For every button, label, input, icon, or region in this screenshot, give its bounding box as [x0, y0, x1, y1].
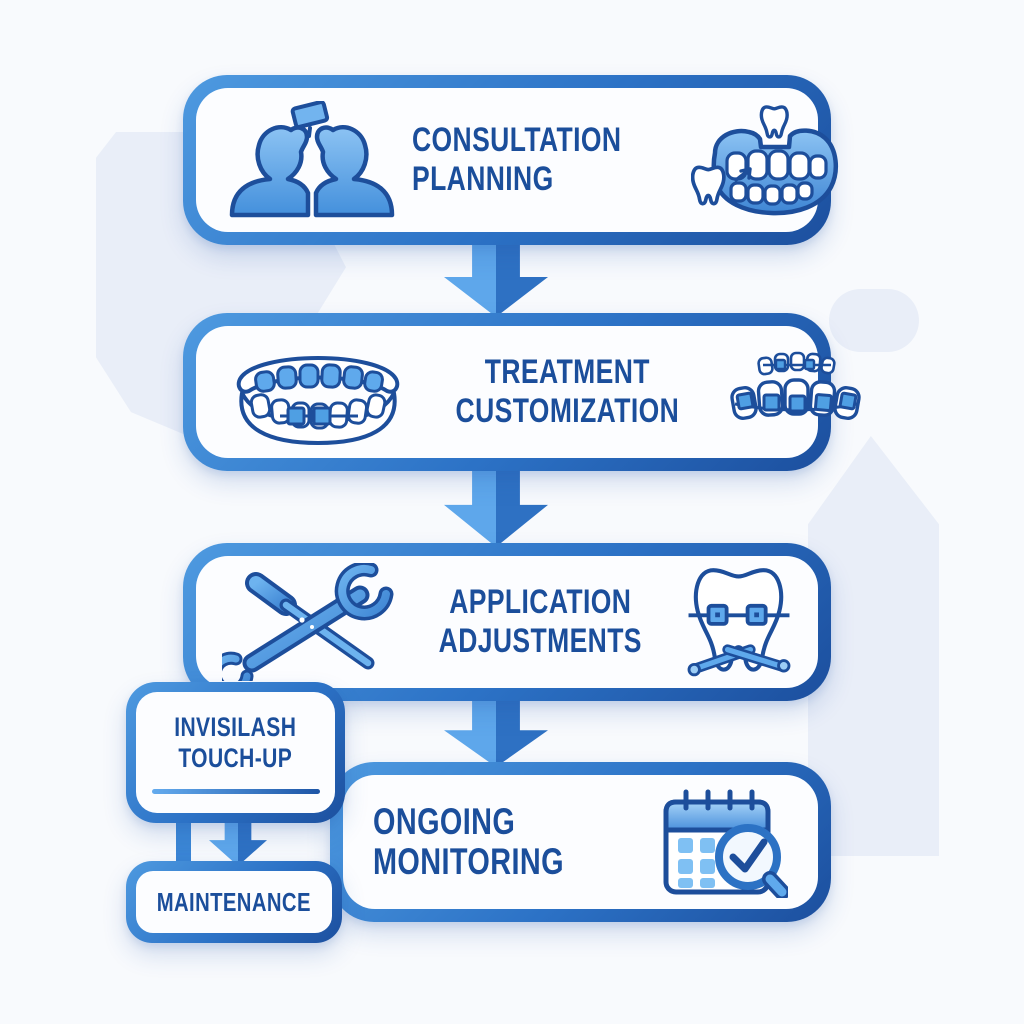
- touch-up-divider-line: [151, 788, 320, 794]
- braces-icon: [721, 346, 871, 438]
- step-box-ongoing-monitoring: ONGOING MONITORING: [330, 762, 831, 922]
- step-box-consultation-planning: CONSULTATION PLANNING: [183, 75, 838, 245]
- step-box-application-adjustments: APPLICATION ADJUSTMENTS: [183, 543, 831, 701]
- consultation-icon: [222, 100, 402, 219]
- flow-arrow-step3-step4: [444, 699, 548, 767]
- step-title-ongoing-monitoring: ONGOING MONITORING: [373, 801, 564, 882]
- flow-arrow-step2-step3: [444, 469, 548, 547]
- denture-icon: [690, 103, 843, 218]
- branch-title-invisilash-touch-up: INVISILASH TOUCH-UP: [174, 711, 297, 773]
- calendar-check-icon: [660, 786, 790, 900]
- branch-arrow-touchup-maintenance: [209, 818, 267, 866]
- branch-title-maintenance: MAINTENANCE: [156, 887, 312, 917]
- step-title-application-adjustments: APPLICATION ADJUSTMENTS: [438, 583, 642, 660]
- flow-arrow-step1-step2: [444, 243, 548, 317]
- branch-box-maintenance: MAINTENANCE: [126, 861, 342, 943]
- step-title-treatment-customization: TREATMENT CUSTOMIZATION: [455, 353, 680, 430]
- branch-connector-line: [176, 816, 191, 866]
- tools-icon: [208, 561, 400, 697]
- tooth-braces-icon: [681, 562, 797, 682]
- step-box-treatment-customization: TREATMENT CUSTOMIZATION: [183, 313, 861, 471]
- step-title-consultation-planning: CONSULTATION PLANNING: [412, 121, 622, 198]
- branch-box-invisilash-touch-up: INVISILASH TOUCH-UP: [126, 682, 345, 823]
- aligner-icon: [222, 339, 414, 445]
- background-shape-rounded-bar-right: [829, 289, 919, 352]
